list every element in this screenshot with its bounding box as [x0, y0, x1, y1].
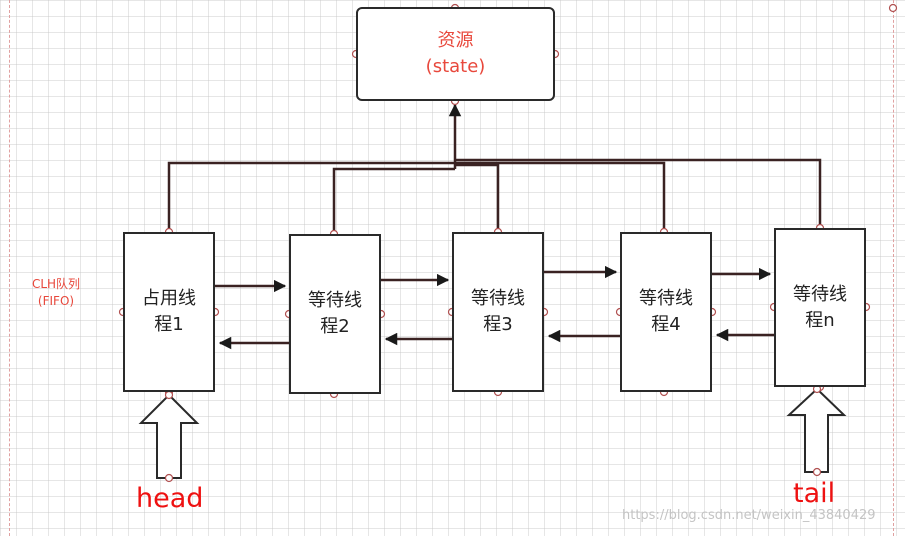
thread-label: 等待线 程2: [308, 290, 362, 337]
queue-arrows: [215, 265, 774, 350]
thread-label: 等待线 程4: [639, 288, 693, 335]
watermark-text: https://blog.csdn.net/weixin_43840429: [622, 508, 876, 523]
tail-label: tail: [793, 478, 836, 509]
thread-box-4: 等待线 程4: [620, 232, 712, 392]
resource-state-box: 资源 (state): [356, 7, 555, 101]
thread-box-1: 占用线 程1: [123, 232, 215, 392]
thread-box-n: 等待线 程n: [774, 228, 866, 387]
tail-pointer-arrow: [786, 387, 847, 473]
resource-state-label: (state): [425, 56, 486, 77]
thread-box-3: 等待线 程3: [452, 232, 544, 392]
connector-threadn: [455, 158, 822, 228]
page-border-left: [9, 0, 10, 536]
thread-label: 占用线 程1: [142, 288, 196, 335]
connector-thread3: [455, 163, 500, 232]
bus-connectors: [167, 103, 822, 234]
thread-label: 等待线 程n: [793, 283, 847, 331]
connector-thread2: [332, 167, 455, 234]
resource-label: 资源: [437, 30, 474, 51]
clh-queue-label: CLH队列 (FIFO): [31, 277, 81, 308]
thread-label: 等待线 程3: [471, 288, 525, 335]
page-border-right: [893, 0, 894, 536]
thread-box-2: 等待线 程2: [289, 234, 381, 394]
connector-thread4: [455, 161, 666, 232]
head-pointer-arrow: [138, 393, 200, 479]
connector-thread1: [167, 161, 455, 232]
head-label: head: [136, 483, 204, 514]
